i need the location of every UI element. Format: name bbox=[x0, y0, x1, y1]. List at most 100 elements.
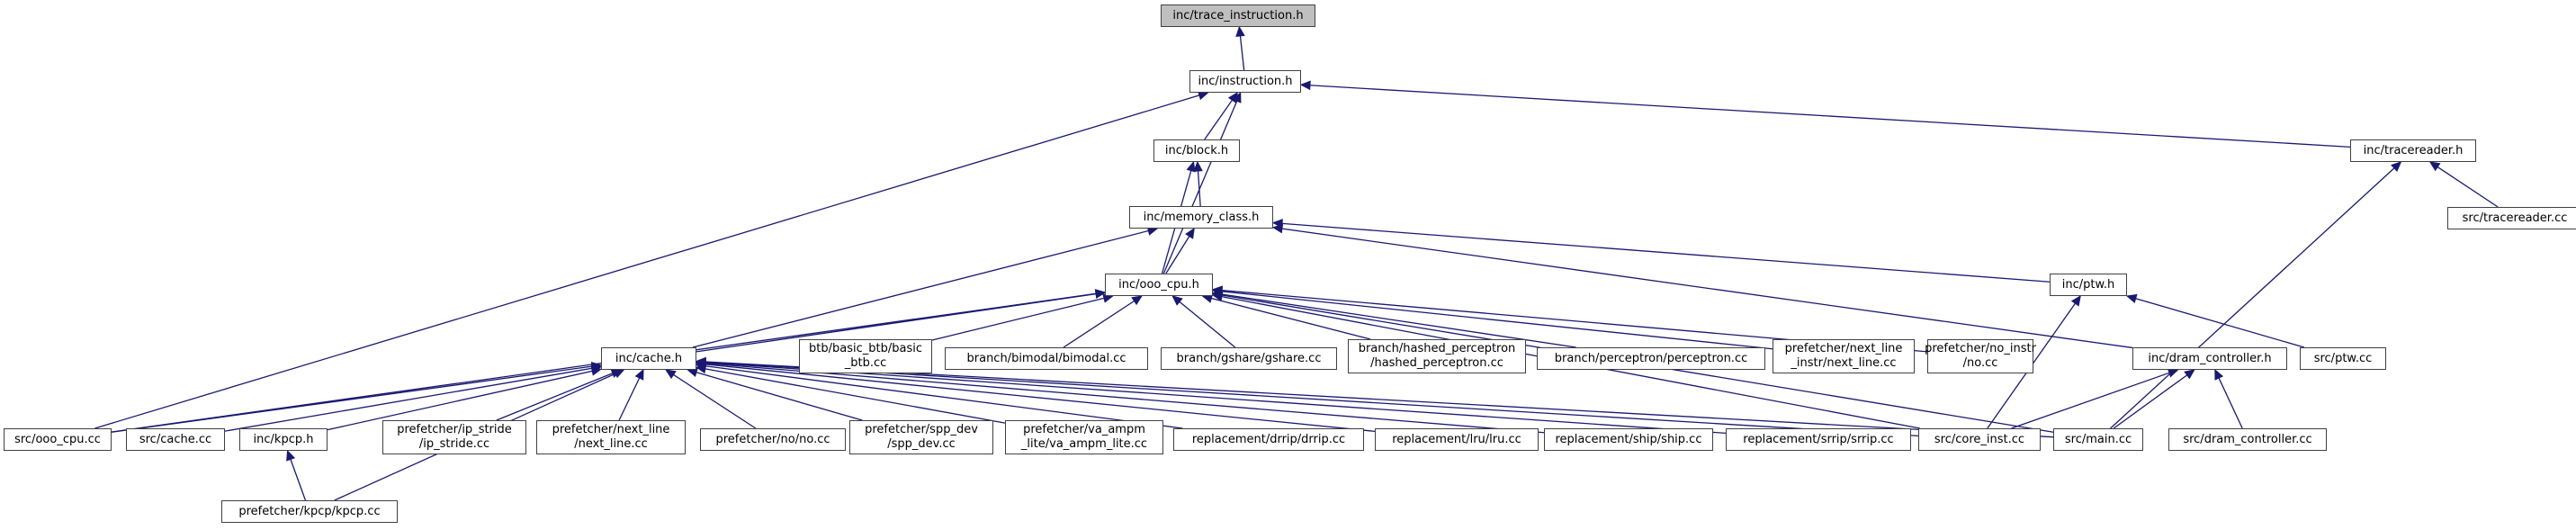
graph-node-next-line-instr[interactable]: prefetcher/next_line_instr/next_line.cc bbox=[1773, 339, 1915, 373]
graph-node-va-ampm-lite[interactable]: prefetcher/va_ampm_lite/va_ampm_lite.cc bbox=[1005, 420, 1163, 454]
graph-node-memory-class[interactable]: inc/memory_class.h bbox=[1129, 206, 1273, 229]
graph-node-cache-h[interactable]: inc/cache.h bbox=[601, 347, 696, 370]
node-label-line: inc/trace_instruction.h bbox=[1172, 8, 1304, 22]
graph-node-gshare[interactable]: branch/gshare/gshare.cc bbox=[1161, 347, 1337, 370]
graph-node-next-line[interactable]: prefetcher/next_line/next_line.cc bbox=[536, 420, 686, 454]
edge-arrowhead bbox=[1193, 160, 1203, 172]
graph-node-ooo-cpu-h[interactable]: inc/ooo_cpu.h bbox=[1105, 274, 1213, 296]
edge-cache_h-main_cc bbox=[705, 361, 2054, 438]
edge-arrowhead bbox=[2214, 368, 2224, 381]
edge-ptw_h-ptw_cc bbox=[2135, 298, 2305, 348]
edge-ooo_cpu_h-bimodal bbox=[1063, 300, 1135, 348]
node-label-line: prefetcher/kpcp/kpcp.cc bbox=[238, 504, 381, 518]
node-label-line: branch/bimodal/bimodal.cc bbox=[966, 351, 1126, 365]
node-label-line: inc/memory_class.h bbox=[1143, 210, 1260, 224]
node-label-line: prefetcher/va_ampm bbox=[1023, 423, 1145, 436]
edge-arrowhead bbox=[2428, 161, 2441, 172]
edge-instruction-block bbox=[1204, 99, 1234, 140]
edge-ooo_cpu_h-basic_btb bbox=[931, 297, 1105, 341]
edge-cache_h-no_no bbox=[673, 373, 757, 429]
edge-cache_h-kpcp_h bbox=[327, 370, 593, 431]
graph-node-ship[interactable]: replacement/ship/ship.cc bbox=[1544, 428, 1713, 451]
node-label-line: prefetcher/ip_stride bbox=[397, 423, 512, 436]
node-label-line: _btb.cc bbox=[844, 356, 887, 370]
edge-trace_instruction-instruction bbox=[1239, 35, 1245, 71]
edge-dram_controller_h-dram_controller_cc bbox=[2218, 377, 2243, 429]
node-label-line: prefetcher/no/no.cc bbox=[715, 432, 830, 446]
edge-arrowhead bbox=[1299, 80, 1311, 91]
edge-arrowhead bbox=[2070, 295, 2081, 307]
edge-ooo_cpu_h-next_line_instr bbox=[1221, 291, 1773, 350]
graph-node-drrip[interactable]: replacement/drrip/drrip.cc bbox=[1173, 428, 1364, 451]
graph-node-basic-btb[interactable]: btb/basic_btb/basic_btb.cc bbox=[799, 339, 932, 373]
graph-node-dram-controller-h[interactable]: inc/dram_controller.h bbox=[2132, 347, 2287, 370]
edge-cache_h-ship bbox=[705, 363, 1545, 434]
edge-arrowhead bbox=[2125, 293, 2138, 303]
graph-node-ooo-cpu-cc[interactable]: src/ooo_cpu.cc bbox=[4, 428, 112, 451]
graph-node-tracereader-cc[interactable]: src/tracereader.cc bbox=[2447, 207, 2576, 229]
graph-node-lru[interactable]: replacement/lru/lru.cc bbox=[1375, 428, 1539, 451]
node-label-line: /ip_stride.cc bbox=[418, 437, 490, 451]
graph-node-hashed-perceptron[interactable]: branch/hashed_perceptron/hashed_perceptr… bbox=[1348, 339, 1526, 373]
edge-cache_h-ooo_cpu_cc bbox=[111, 365, 593, 433]
edge-arrowhead bbox=[1186, 160, 1196, 173]
edge-cache_h-drrip bbox=[705, 365, 1183, 429]
graph-node-bimodal[interactable]: branch/bimodal/bimodal.cc bbox=[945, 347, 1148, 370]
edge-arrowhead bbox=[1235, 25, 1245, 38]
graph-node-no-no[interactable]: prefetcher/no/no.cc bbox=[700, 428, 846, 451]
edge-instruction-ooo_cpu_h bbox=[1162, 100, 1238, 274]
edge-dram_controller_h-main_cc bbox=[2113, 374, 2188, 429]
node-label-line: _instr/next_line.cc bbox=[1791, 356, 1897, 370]
edge-arrowhead bbox=[1232, 91, 1242, 103]
graph-node-core-inst[interactable]: src/core_inst.cc bbox=[1918, 428, 2041, 451]
edge-arrowhead bbox=[286, 449, 296, 462]
edge-cache_h-core_inst bbox=[705, 361, 1919, 437]
node-label-line: inc/ooo_cpu.h bbox=[1118, 277, 1199, 292]
edge-layer bbox=[94, 25, 2499, 501]
graph-node-main-cc[interactable]: src/main.cc bbox=[2053, 428, 2143, 451]
edge-kpcp_h-kpcp_cc bbox=[290, 459, 307, 501]
edge-memory_class-dram_controller_h bbox=[1281, 228, 2133, 349]
node-label-line: src/tracereader.cc bbox=[2462, 211, 2568, 225]
edge-cache_h-spp_dev bbox=[696, 372, 863, 421]
node-label-line: branch/perceptron/perceptron.cc bbox=[1554, 351, 1748, 365]
node-label-line: prefetcher/spp_dev bbox=[865, 423, 978, 436]
graph-node-spp-dev[interactable]: prefetcher/spp_dev/spp_dev.cc bbox=[849, 420, 993, 454]
graph-node-kpcp-cc[interactable]: prefetcher/kpcp/kpcp.cc bbox=[221, 500, 398, 523]
node-label-line: /hashed_perceptron.cc bbox=[1370, 356, 1503, 370]
graph-node-perceptron[interactable]: branch/perceptron/perceptron.cc bbox=[1537, 347, 1765, 370]
graph-node-srrip[interactable]: replacement/srrip/srrip.cc bbox=[1726, 428, 1911, 451]
node-label-line: branch/hashed_perceptron bbox=[1358, 342, 1516, 355]
edge-arrowhead bbox=[613, 369, 625, 379]
node-label-line: prefetcher/no_instr bbox=[1925, 342, 2036, 355]
graph-node-ptw-cc[interactable]: src/ptw.cc bbox=[2300, 347, 2386, 370]
node-label-line: inc/block.h bbox=[1164, 143, 1229, 157]
graph-node-ip-stride[interactable]: prefetcher/ip_stride/ip_stride.cc bbox=[382, 420, 526, 454]
graph-node-dram-controller-cc[interactable]: src/dram_controller.cc bbox=[2168, 428, 2327, 451]
node-label-line: _lite/va_ampm_lite.cc bbox=[1020, 437, 1148, 451]
edge-arrowhead bbox=[1171, 295, 1183, 306]
edge-arrowhead bbox=[1094, 289, 1107, 299]
edge-cache_h-ip_stride bbox=[496, 373, 614, 421]
graph-node-instruction[interactable]: inc/instruction.h bbox=[1189, 70, 1301, 93]
edge-arrowhead bbox=[1271, 223, 1284, 234]
node-label-line: prefetcher/next_line bbox=[1784, 342, 1903, 355]
edge-tracereader_h-main_cc bbox=[2110, 167, 2395, 429]
node-label-line: inc/kpcp.h bbox=[253, 432, 314, 446]
graph-node-no-instr[interactable]: prefetcher/no_instr/no.cc bbox=[1925, 339, 2036, 373]
edge-memory_class-ptw_h bbox=[1281, 222, 2051, 283]
node-label-line: /no.cc bbox=[1962, 356, 1998, 370]
edge-cache_h-next_line bbox=[618, 377, 641, 421]
graph-node-kpcp-h[interactable]: inc/kpcp.h bbox=[239, 428, 328, 451]
graph-node-cache-cc[interactable]: src/cache.cc bbox=[126, 428, 225, 451]
edge-instruction-ooo_cpu_cc bbox=[94, 94, 1200, 429]
edge-dram_controller_h-core_inst bbox=[2011, 372, 2170, 429]
graph-node-tracereader-h[interactable]: inc/tracereader.h bbox=[2350, 139, 2476, 162]
node-label-line: btb/basic_btb/basic bbox=[809, 342, 922, 355]
node-label-line: branch/gshare/gshare.cc bbox=[1176, 351, 1322, 365]
graph-node-block[interactable]: inc/block.h bbox=[1153, 139, 1240, 162]
node-label-line: inc/instruction.h bbox=[1198, 74, 1293, 88]
graph-node-ptw-h[interactable]: inc/ptw.h bbox=[2050, 274, 2127, 296]
edge-arrowhead bbox=[2391, 161, 2402, 172]
node-label-line: /spp_dev.cc bbox=[887, 437, 956, 451]
